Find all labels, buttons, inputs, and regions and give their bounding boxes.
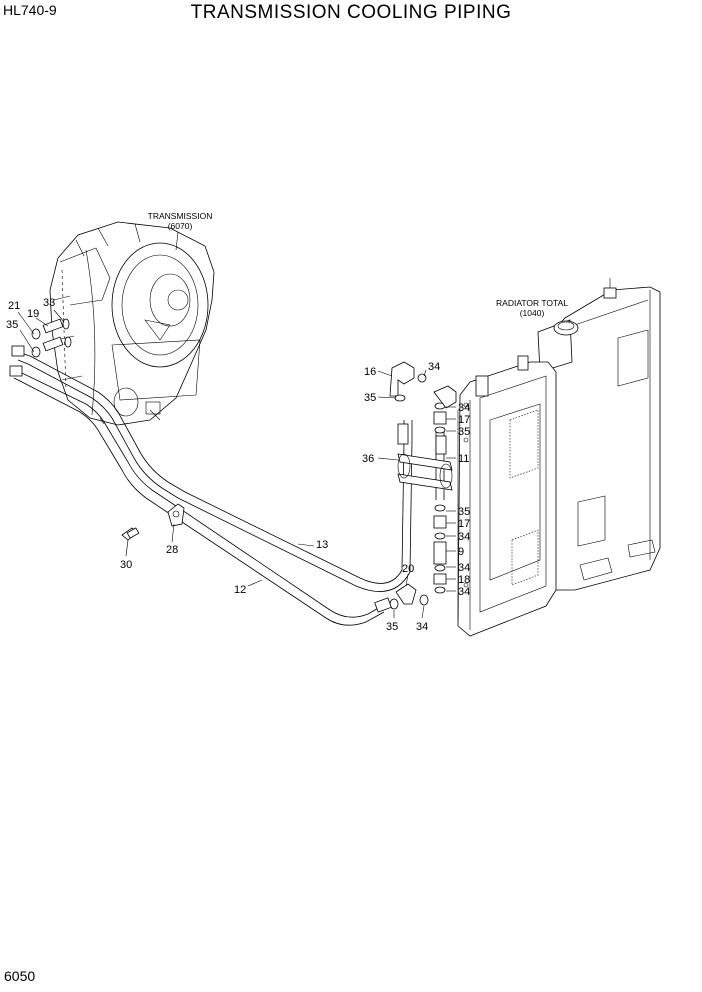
part-label-34-base: 34 xyxy=(458,586,470,598)
part-label-34-elbow: 34 xyxy=(428,361,440,373)
fittings-radiator xyxy=(374,361,469,613)
radiator-caption-name: RADIATOR TOTAL xyxy=(496,298,568,308)
part-label-35-lower: 35 xyxy=(458,506,470,518)
radiator-caption-code: (1040) xyxy=(520,308,545,318)
pipe-13 xyxy=(17,351,413,592)
part-label-34-bottom: 34 xyxy=(458,562,470,574)
part-label-28: 28 xyxy=(166,544,178,556)
part-label-35-pipe-end: 35 xyxy=(386,621,398,633)
part-label-20: 20 xyxy=(402,563,414,575)
part-label-34-pipe-end: 34 xyxy=(416,621,428,633)
part-label-16: 16 xyxy=(364,366,376,378)
part-label-36: 36 xyxy=(362,453,374,465)
transmission-caption-code: (6070) xyxy=(168,221,193,231)
clamp-28 xyxy=(167,503,185,527)
part-label-21: 21 xyxy=(8,300,20,312)
part-label-19: 19 xyxy=(27,308,39,320)
part-label-17-lower: 17 xyxy=(458,518,470,530)
part-label-11: 11 xyxy=(458,453,469,465)
part-label-35-elbow: 35 xyxy=(364,392,376,404)
part-label-30: 30 xyxy=(120,559,132,571)
part-label-35-upper: 35 xyxy=(458,426,470,438)
transmission-caption-name: TRANSMISSION xyxy=(148,211,213,221)
part-label-13: 13 xyxy=(316,539,328,551)
part-label-9: 9 xyxy=(458,546,464,558)
page-number: 6050 xyxy=(4,968,36,984)
part-label-33: 33 xyxy=(43,297,55,309)
model-code: HL740-9 xyxy=(3,2,57,18)
transmission-assembly xyxy=(49,221,215,426)
part-label-12: 12 xyxy=(234,584,246,596)
part-label-17-upper: 17 xyxy=(458,414,470,426)
clamp-36 xyxy=(397,453,453,491)
bolt-30 xyxy=(121,527,140,541)
radiator-assembly xyxy=(457,278,661,637)
part-label-18: 18 xyxy=(458,574,470,586)
part-label-34-lower: 34 xyxy=(458,531,470,543)
fittings-transmission xyxy=(9,318,72,377)
leader-lines xyxy=(17,309,456,619)
part-label-34-upper: 34 xyxy=(458,402,470,414)
pipe-12 xyxy=(13,369,385,626)
part-label-35-transmission: 35 xyxy=(6,319,18,331)
page-title: TRANSMISSION COOLING PIPING xyxy=(190,2,512,23)
